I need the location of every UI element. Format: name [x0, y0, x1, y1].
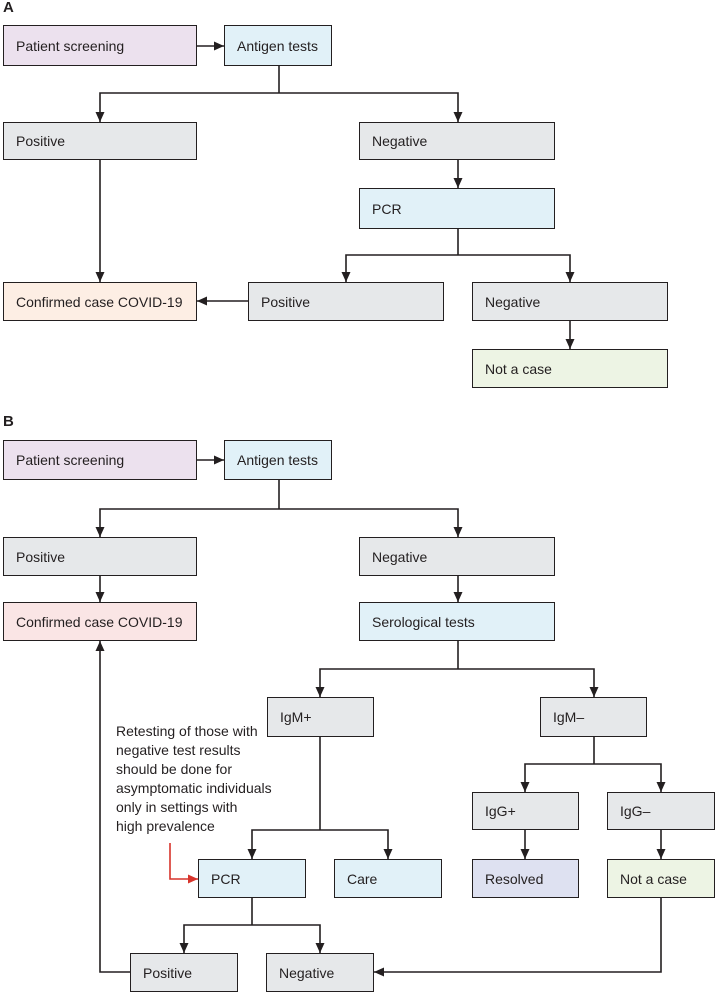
a-antigen-tests-box: Antigen tests [224, 25, 332, 66]
a-antigen-to-positive-arrow [95, 92, 279, 122]
retesting-note-line: should be done for [116, 761, 232, 777]
b-igm-positive-to-care-arrow [320, 829, 393, 859]
a-pcr-box: PCR [359, 188, 555, 229]
a-confirmed-case-box: Confirmed case COVID-19 [3, 282, 197, 321]
b-igm-negative-to-igg-positive-arrow [520, 763, 594, 792]
b-serological-to-igm-positive-arrow [315, 668, 458, 697]
b-antigen-positive-box: Positive [3, 537, 197, 576]
a-pcr-to-positive-arrow [341, 254, 458, 282]
b-resolved-box: Resolved [472, 859, 579, 898]
retesting-note-line: asymptomatic individuals [116, 780, 272, 796]
b-confirmed-case-box: Confirmed case COVID-19 [3, 602, 197, 641]
b-serological-tests-box: Serological tests [359, 602, 555, 641]
retesting-note: Retesting of those with negative test re… [116, 722, 272, 836]
retesting-note-line: Retesting of those with [116, 723, 258, 739]
b-igm-negative-box: IgM– [540, 697, 647, 737]
panel-b-label: B [3, 413, 14, 430]
b-pcr-negative-box: Negative [266, 953, 374, 992]
b-serological-to-igm-negative-arrow [458, 668, 599, 697]
a-pcr-positive-box: Positive [248, 282, 444, 321]
b-igg-positive-box: IgG+ [472, 792, 579, 830]
b-igm-positive-to-pcr-arrow [247, 829, 320, 859]
a-pcr-negative-box: Negative [472, 282, 668, 321]
b-pcr-positive-to-confirmed-arrow [95, 641, 130, 973]
a-antigen-positive-box: Positive [3, 122, 197, 160]
a-patient-screening-box: Patient screening [3, 25, 197, 66]
b-antigen-to-negative-arrow [279, 508, 463, 537]
b-igm-positive-box: IgM+ [267, 697, 374, 737]
b-pcr-to-positive-arrow [179, 924, 252, 953]
b-not-a-case-to-pcr-negative-arrow [374, 898, 662, 977]
b-pcr-box: PCR [198, 859, 306, 898]
b-igm-negative-to-igg-negative-arrow [594, 763, 666, 792]
b-igg-negative-box: IgG– [607, 792, 715, 830]
b-pcr-to-negative-arrow [252, 924, 325, 953]
b-retesting-note-arrow [169, 843, 198, 884]
b-pcr-positive-box: Positive [130, 953, 238, 992]
a-antigen-to-negative-arrow [279, 92, 463, 122]
b-antigen-negative-box: Negative [359, 537, 555, 576]
b-patient-screening-box: Patient screening [3, 440, 197, 480]
panel-a-label: A [3, 0, 14, 16]
retesting-note-line: high prevalence [116, 818, 215, 834]
a-pcr-to-negative-arrow [458, 254, 575, 282]
b-antigen-tests-box: Antigen tests [224, 440, 332, 480]
a-not-a-case-box: Not a case [472, 349, 668, 388]
b-antigen-to-positive-arrow [95, 508, 279, 537]
b-not-a-case-box: Not a case [607, 859, 715, 898]
b-care-box: Care [334, 859, 442, 898]
retesting-note-line: negative test results [116, 742, 241, 758]
retesting-note-line: only in settings with [116, 799, 238, 815]
a-antigen-negative-box: Negative [359, 122, 555, 160]
